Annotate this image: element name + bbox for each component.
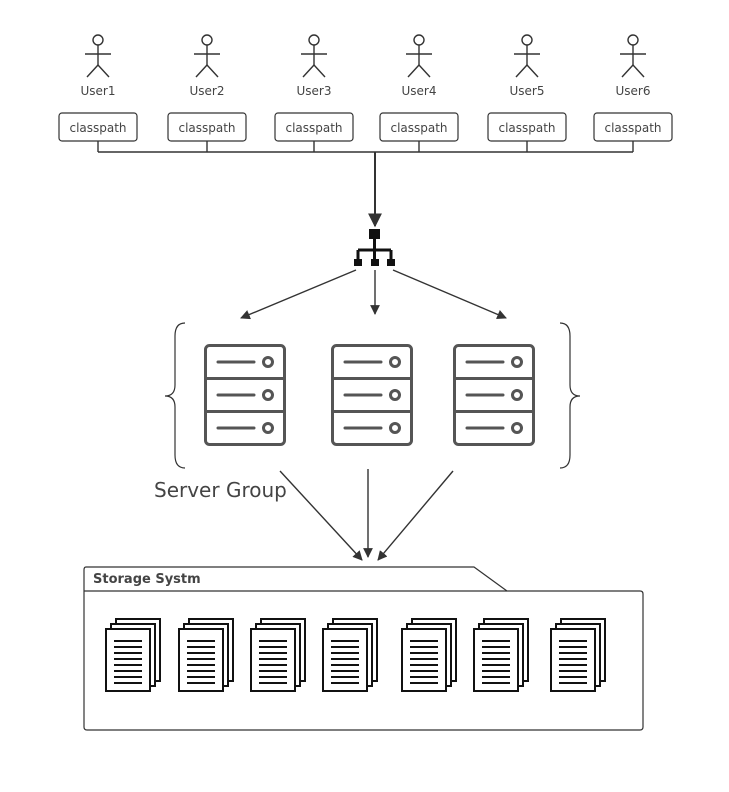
- classpath-label: classpath: [178, 121, 235, 135]
- user-actor-icon: [84, 34, 112, 78]
- user-actor-icon: [513, 34, 541, 78]
- user-label: User2: [190, 84, 225, 98]
- user-actor-icon: [405, 34, 433, 78]
- document-icon: [550, 618, 606, 692]
- server-1-icon: [204, 344, 286, 446]
- user-3: User3 classpath: [274, 34, 354, 142]
- user-4: User4 classpath: [379, 34, 459, 142]
- server-group-left-brace: [164, 322, 186, 469]
- user-label: User5: [510, 84, 545, 98]
- user-bus-connector: [97, 141, 634, 153]
- document-icon: [322, 618, 378, 692]
- user-actor-icon: [300, 34, 328, 78]
- servers-to-storage-arrows: [279, 469, 454, 561]
- server-group-right-brace: [559, 322, 581, 469]
- user-2: User2 classpath: [167, 34, 247, 142]
- document-icon: [473, 618, 529, 692]
- user-actor-icon: [193, 34, 221, 78]
- classpath-label: classpath: [498, 121, 555, 135]
- load-balancer-icon: [354, 229, 395, 266]
- user-label: User6: [616, 84, 651, 98]
- document-icon: [401, 618, 457, 692]
- server-2-icon: [331, 344, 413, 446]
- server-3-icon: [453, 344, 535, 446]
- user-label: User3: [297, 84, 332, 98]
- classpath-label: classpath: [285, 121, 342, 135]
- server-group-label: Server Group: [154, 478, 287, 502]
- document-icon: [250, 618, 306, 692]
- user-label: User1: [81, 84, 116, 98]
- document-icon: [105, 618, 161, 692]
- document-icon: [178, 618, 234, 692]
- user-1: User1 classpath: [58, 34, 138, 142]
- user-label: User4: [402, 84, 437, 98]
- user-5: User5 classpath: [487, 34, 567, 142]
- balancer-to-servers-arrows: [240, 269, 507, 320]
- user-actor-icon: [619, 34, 647, 78]
- classpath-label: classpath: [604, 121, 661, 135]
- classpath-label: classpath: [69, 121, 126, 135]
- classpath-label: classpath: [390, 121, 447, 135]
- storage-system-title: Storage Systm: [93, 572, 201, 587]
- user-6: User6 classpath: [593, 34, 673, 142]
